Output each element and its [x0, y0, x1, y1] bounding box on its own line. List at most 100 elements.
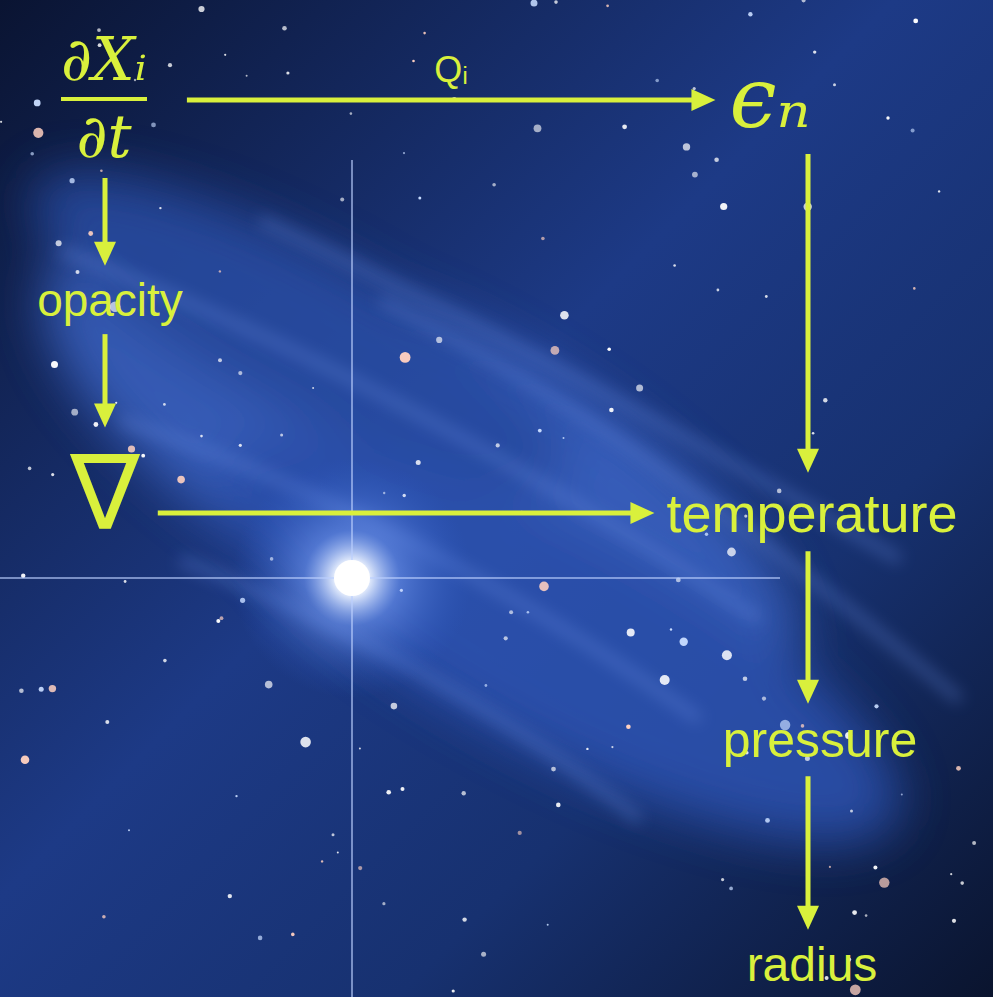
star	[551, 346, 560, 355]
connector-line	[187, 98, 696, 103]
star	[829, 866, 831, 868]
star	[124, 580, 127, 583]
star	[972, 841, 976, 845]
star	[239, 444, 242, 447]
star	[94, 422, 99, 427]
star	[21, 755, 30, 764]
star	[556, 803, 561, 808]
arrow-connector	[158, 502, 655, 524]
star	[586, 748, 588, 750]
star	[30, 152, 34, 156]
star	[228, 894, 232, 898]
star	[418, 197, 421, 200]
star	[28, 467, 32, 471]
star	[49, 685, 56, 692]
star	[670, 628, 672, 630]
star	[70, 178, 75, 183]
star	[400, 352, 411, 363]
star	[391, 703, 398, 710]
star	[956, 766, 961, 771]
star	[865, 914, 868, 917]
arrowhead	[797, 906, 819, 930]
bright-star	[0, 160, 780, 997]
star	[481, 952, 486, 957]
star	[627, 628, 635, 636]
star	[485, 684, 488, 687]
star	[852, 910, 857, 915]
star	[151, 123, 156, 128]
star	[216, 619, 220, 623]
star	[833, 83, 836, 86]
star	[220, 616, 224, 620]
arrow-connector	[797, 154, 819, 473]
star	[886, 116, 889, 119]
star	[340, 198, 344, 202]
arrow-connector	[94, 178, 116, 266]
star	[609, 408, 614, 413]
star	[496, 443, 500, 447]
star	[693, 87, 696, 90]
star	[874, 704, 878, 708]
star	[258, 936, 263, 941]
star	[386, 790, 391, 795]
star	[765, 295, 768, 298]
star	[717, 289, 720, 292]
numerator: ∂Xᵢ	[61, 28, 147, 91]
connector-line	[158, 511, 635, 516]
star	[332, 833, 335, 836]
node-text: opacity	[37, 276, 183, 324]
star	[606, 4, 609, 7]
arrow-connector	[797, 551, 819, 703]
star	[660, 675, 670, 685]
star	[403, 152, 405, 154]
star	[673, 264, 676, 267]
fraction-term: ∂Xᵢ∂t	[61, 28, 147, 168]
arrow-connector	[797, 776, 819, 930]
star	[765, 818, 770, 823]
star	[412, 60, 415, 63]
star	[200, 435, 203, 438]
star	[960, 881, 964, 885]
arrowhead	[691, 89, 715, 111]
fraction-bar	[61, 97, 147, 101]
star	[850, 810, 853, 813]
star	[812, 432, 815, 435]
star	[39, 687, 44, 692]
star	[350, 112, 353, 115]
quantity-label: opacity	[37, 276, 183, 324]
star	[416, 460, 421, 465]
star	[823, 398, 827, 402]
star	[554, 0, 558, 4]
star	[71, 409, 78, 416]
star	[879, 877, 889, 887]
star	[722, 650, 732, 660]
star	[246, 75, 248, 77]
node-text: ∇	[70, 439, 140, 548]
star	[128, 829, 130, 831]
star	[636, 385, 643, 392]
star	[300, 737, 311, 748]
star	[607, 348, 611, 352]
star	[163, 659, 167, 663]
star	[401, 787, 405, 791]
node-text: pressure	[723, 714, 918, 767]
star	[563, 437, 565, 439]
star	[626, 725, 631, 730]
star	[265, 681, 273, 689]
star	[423, 32, 426, 35]
star	[382, 902, 385, 905]
star	[622, 124, 627, 129]
star	[105, 720, 109, 724]
node-text: temperature	[666, 485, 957, 542]
star	[51, 361, 58, 368]
star	[743, 676, 748, 681]
star	[680, 638, 688, 646]
star	[291, 933, 295, 937]
edge-label: Qᵢ	[434, 50, 468, 90]
star	[504, 636, 508, 640]
connector-line	[806, 154, 811, 453]
star	[462, 917, 466, 921]
star	[748, 12, 752, 16]
